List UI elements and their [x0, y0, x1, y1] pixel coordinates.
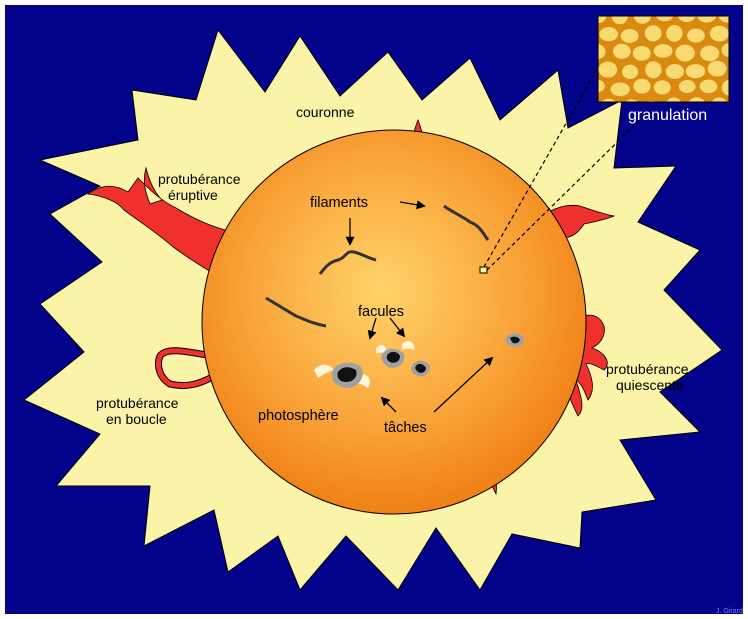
granule-cell: [679, 80, 696, 93]
granule-cell: [675, 45, 694, 62]
label-facules: facules: [358, 304, 404, 320]
label-photosphere: photosphère: [258, 408, 339, 424]
label-filaments: filaments: [310, 195, 368, 211]
label-quiescent-2: quiescente: [616, 377, 684, 393]
label-loop-2: en boucle: [106, 411, 167, 427]
granule-cell: [666, 25, 682, 42]
granule-cell: [599, 27, 618, 41]
granule-cell: [686, 64, 706, 78]
photosphere-disc: [202, 130, 586, 514]
granule-cell: [654, 80, 671, 94]
granulation-inset: [587, 6, 748, 116]
label-granulation: granulation: [628, 107, 707, 124]
granule-cell: [622, 65, 638, 79]
granule-cell: [613, 44, 631, 59]
granule-cell: [610, 83, 629, 97]
granule-cell: [710, 26, 729, 42]
granule-cell: [621, 29, 639, 43]
granule-cell: [687, 29, 705, 43]
granule-cell: [645, 25, 662, 41]
granule-cell: [654, 44, 673, 58]
label-loop-1: protubérance: [96, 395, 179, 411]
label-taches: tâches: [384, 420, 427, 436]
credit-text: J. Girard: [716, 608, 743, 615]
granule-cell: [700, 80, 718, 93]
granule-cell: [700, 46, 719, 62]
label-eruptive-1: protubérance: [158, 171, 241, 187]
label-couronne: couronne: [296, 104, 355, 120]
label-eruptive-2: éruptive: [168, 187, 218, 203]
granule-cell: [708, 61, 727, 77]
granule-cell: [598, 62, 617, 78]
granule-cell: [633, 79, 650, 94]
label-quiescent-1: protubérance: [606, 361, 689, 377]
granule-cell: [666, 64, 684, 79]
granule-cell: [633, 46, 651, 61]
granule-cell: [645, 61, 661, 78]
granulation-region-marker: [480, 267, 487, 273]
